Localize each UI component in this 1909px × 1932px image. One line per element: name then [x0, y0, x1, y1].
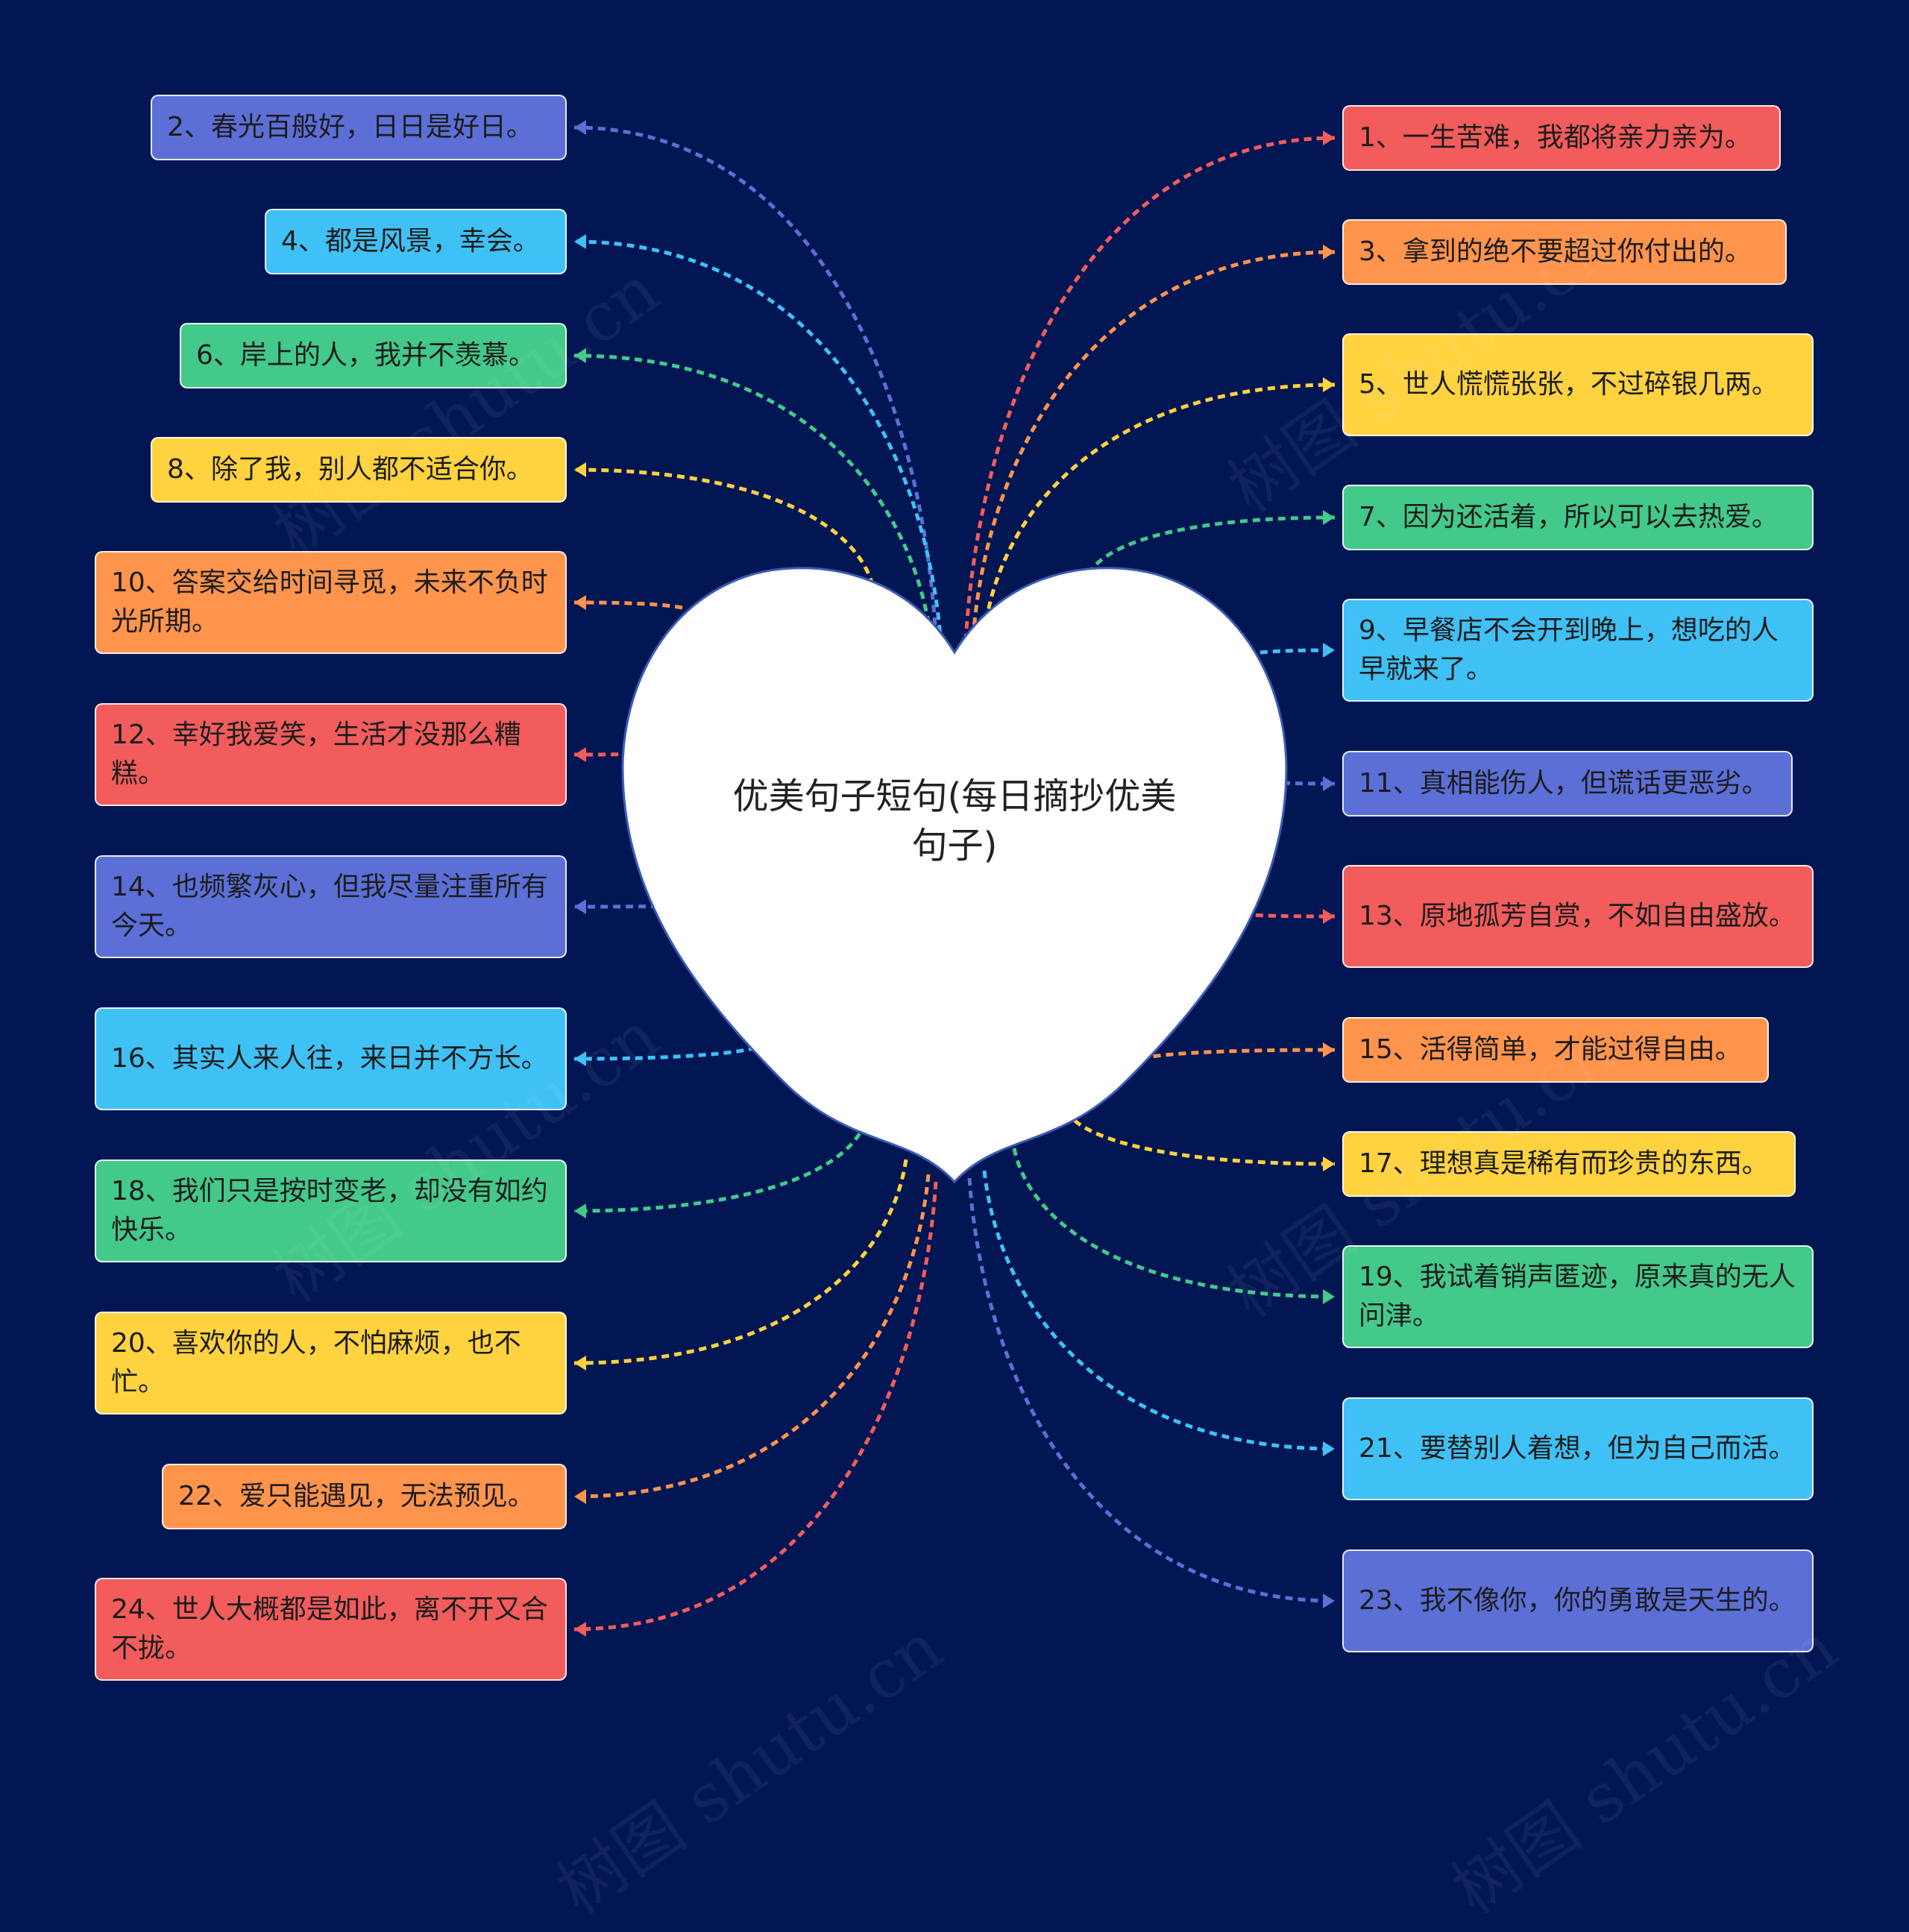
- connector-21: [982, 1170, 1336, 1451]
- arrow-head-icon: [574, 120, 586, 135]
- connector-4: [573, 239, 943, 646]
- topic-node-label: 1、一生苦难，我都将亲力亲为。: [1359, 122, 1752, 153]
- arrow-head-icon: [574, 462, 586, 477]
- topic-node-label: 9、早餐店不会开到晚上，想吃的人早就来了。: [1359, 615, 1779, 685]
- arrow-head-icon: [1323, 909, 1335, 924]
- arrow-head-icon: [1323, 1289, 1335, 1304]
- topic-node-1[interactable]: 1、一生苦难，我都将亲力亲为。: [1342, 105, 1781, 171]
- arrow-head-icon: [574, 899, 586, 914]
- connector-6: [573, 353, 934, 649]
- topic-node-23[interactable]: 23、我不像你，你的勇敢是天生的。: [1342, 1549, 1814, 1652]
- arrow-head-icon: [1323, 1157, 1335, 1171]
- arrow-head-icon: [574, 595, 586, 610]
- arrow-head-icon: [574, 1051, 586, 1066]
- topic-node-18[interactable]: 18、我们只是按时变老，却没有如约快乐。: [95, 1159, 567, 1262]
- connector-7: [1086, 515, 1336, 576]
- arrow-head-icon: [574, 234, 586, 249]
- topic-node-label: 5、世人慌慌张张，不过碎银几两。: [1359, 369, 1779, 400]
- connector-15: [1140, 1048, 1336, 1061]
- arrow-head-icon: [574, 1622, 586, 1637]
- connector-5: [982, 383, 1336, 635]
- topic-node-label: 2、春光百般好，日日是好日。: [167, 112, 533, 142]
- topic-node-label: 24、世人大概都是如此，离不开又合不拢。: [111, 1594, 548, 1664]
- topic-node-label: 18、我们只是按时变老，却没有如约快乐。: [111, 1176, 548, 1245]
- heart-shape: [621, 567, 1288, 1184]
- connector-23: [967, 1177, 1336, 1603]
- topic-node-16[interactable]: 16、其实人来人往，来日并不方长。: [95, 1007, 567, 1110]
- topic-node-label: 16、其实人来人往，来日并不方长。: [111, 1043, 548, 1074]
- topic-node-12[interactable]: 12、幸好我爱笑，生活才没那么糟糕。: [95, 703, 567, 806]
- connector-19: [1012, 1148, 1336, 1299]
- arrow-head-icon: [574, 747, 586, 762]
- topic-node-label: 21、要替别人着想，但为自己而活。: [1359, 1433, 1796, 1464]
- topic-node-4[interactable]: 4、都是风景，幸会。: [265, 209, 567, 274]
- connector-8: [573, 468, 875, 586]
- connector-2: [573, 125, 938, 638]
- topic-node-label: 3、拿到的绝不要超过你付出的。: [1359, 236, 1752, 267]
- topic-node-24[interactable]: 24、世人大概都是如此，离不开又合不拢。: [95, 1578, 567, 1681]
- topic-node-13[interactable]: 13、原地孤芳自赏，不如自由盛放。: [1342, 865, 1814, 968]
- arrow-head-icon: [574, 1203, 586, 1218]
- connector-layer: [573, 120, 1336, 1637]
- topic-node-22[interactable]: 22、爱只能遇见，无法预见。: [162, 1464, 567, 1529]
- arrow-head-icon: [1323, 245, 1335, 259]
- topic-node-5[interactable]: 5、世人慌慌张张，不过碎银几两。: [1342, 333, 1814, 436]
- connector-17: [1064, 1110, 1336, 1166]
- arrow-head-icon: [1323, 1593, 1335, 1608]
- arrow-head-icon: [1323, 776, 1335, 791]
- arrow-head-icon: [1323, 643, 1335, 658]
- arrow-head-icon: [1323, 130, 1335, 145]
- topic-node-label: 15、活得简单，才能过得自由。: [1359, 1034, 1742, 1065]
- mindmap-canvas: 优美句子短句(每日摘抄优美句子) 1、一生苦难，我都将亲力亲为。 2、春光百般好，…: [95, 95, 1851, 1930]
- connector-20: [573, 1159, 908, 1365]
- topic-node-20[interactable]: 20、喜欢你的人，不怕麻烦，也不忙。: [95, 1312, 567, 1415]
- topic-node-15[interactable]: 15、活得简单，才能过得自由。: [1342, 1017, 1769, 1083]
- topic-node-6[interactable]: 6、岸上的人，我并不羡慕。: [180, 323, 567, 388]
- topic-node-label: 23、我不像你，你的勇敢是天生的。: [1359, 1585, 1796, 1616]
- topic-node-label: 17、理想真是稀有而珍贵的东西。: [1359, 1148, 1769, 1179]
- connector-16: [573, 1042, 770, 1061]
- topic-node-10[interactable]: 10、答案交给时间寻觅，未来不负时光所期。: [95, 551, 567, 654]
- topic-node-9[interactable]: 9、早餐店不会开到晚上，想吃的人早就来了。: [1342, 599, 1814, 702]
- topic-node-label: 19、我试着销声匿迹，原来真的无人问津。: [1359, 1262, 1796, 1331]
- connector-10: [573, 600, 683, 610]
- topic-node-label: 11、真相能伤人，但谎话更恶劣。: [1359, 768, 1769, 799]
- topic-node-3[interactable]: 3、拿到的绝不要超过你付出的。: [1342, 219, 1787, 285]
- arrow-head-icon: [1323, 1042, 1335, 1057]
- heart-outline: [621, 567, 1288, 1184]
- topic-node-8[interactable]: 8、除了我，别人都不适合你。: [151, 437, 567, 503]
- connector-9: [1259, 648, 1336, 655]
- topic-node-label: 12、幸好我爱笑，生活才没那么糟糕。: [111, 720, 521, 789]
- connector-22: [573, 1174, 931, 1499]
- topic-node-label: 7、因为还活着，所以可以去热爱。: [1359, 502, 1779, 532]
- topic-node-14[interactable]: 14、也频繁灰心，但我尽量注重所有今天。: [95, 855, 567, 958]
- topic-node-11[interactable]: 11、真相能伤人，但谎话更恶劣。: [1342, 751, 1793, 816]
- topic-node-21[interactable]: 21、要替别人着想，但为自己而活。: [1342, 1397, 1814, 1500]
- topic-node-label: 6、岸上的人，我并不羡慕。: [196, 340, 535, 371]
- topic-node-7[interactable]: 7、因为还活着，所以可以去热爱。: [1342, 485, 1814, 550]
- topic-node-label: 10、答案交给时间寻觅，未来不负时光所期。: [111, 567, 548, 637]
- arrow-head-icon: [1323, 1441, 1335, 1456]
- topic-node-label: 8、除了我，别人都不适合你。: [167, 454, 533, 485]
- topic-node-19[interactable]: 19、我试着销声匿迹，原来真的无人问津。: [1342, 1245, 1814, 1348]
- topic-node-label: 4、都是风景，幸会。: [281, 226, 540, 257]
- arrow-head-icon: [574, 1356, 586, 1371]
- arrow-head-icon: [574, 348, 586, 363]
- central-topic[interactable]: 优美句子短句(每日摘抄优美句子): [732, 775, 1177, 866]
- arrow-head-icon: [1323, 510, 1335, 525]
- topic-node-label: 13、原地孤芳自赏，不如自由盛放。: [1359, 901, 1796, 931]
- topic-node-label: 22、爱只能遇见，无法预见。: [178, 1481, 535, 1511]
- topic-node-17[interactable]: 17、理想真是稀有而珍贵的东西。: [1342, 1131, 1796, 1197]
- connector-18: [573, 1121, 867, 1213]
- topic-node-2[interactable]: 2、春光百般好，日日是好日。: [151, 95, 567, 160]
- topic-node-label: 14、也频繁灰心，但我尽量注重所有今天。: [111, 872, 548, 941]
- arrow-head-icon: [1323, 377, 1335, 392]
- arrow-head-icon: [574, 1489, 586, 1504]
- topic-node-label: 20、喜欢你的人，不怕麻烦，也不忙。: [111, 1328, 521, 1397]
